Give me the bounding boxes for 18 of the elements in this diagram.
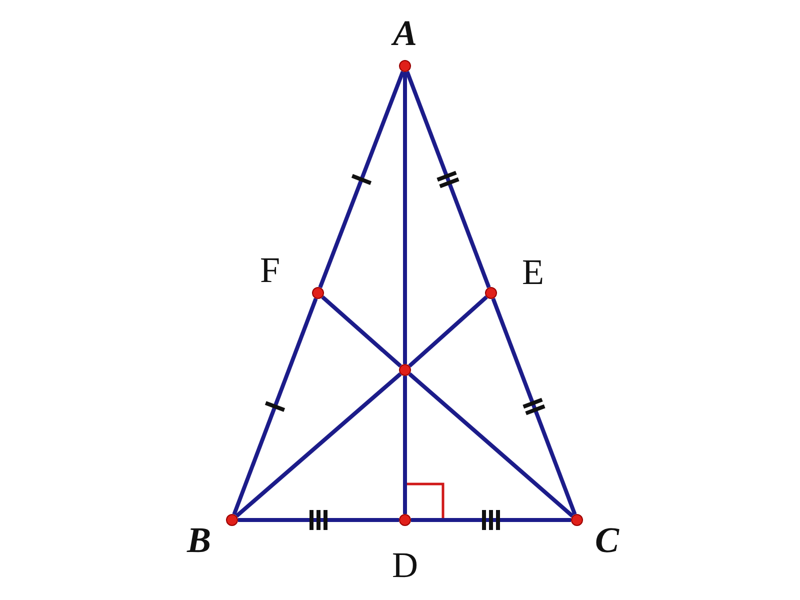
line-segment [238, 518, 399, 522]
point-label: F [258, 250, 282, 290]
line-segment [235, 372, 402, 518]
line-segment [491, 298, 577, 516]
line-segment [232, 298, 318, 516]
point-label: B [186, 520, 212, 560]
line-segment [408, 296, 488, 368]
point-label: C [594, 520, 620, 560]
line-segment [403, 376, 407, 514]
line-segment [411, 518, 571, 522]
line-segment [318, 70, 405, 288]
point-label: D [391, 545, 419, 585]
line-segment [403, 72, 407, 364]
line-segment [408, 372, 574, 518]
line-segment [321, 295, 402, 368]
line-segment [405, 70, 491, 288]
point-label: E [521, 252, 545, 292]
point-label: A [390, 13, 418, 53]
